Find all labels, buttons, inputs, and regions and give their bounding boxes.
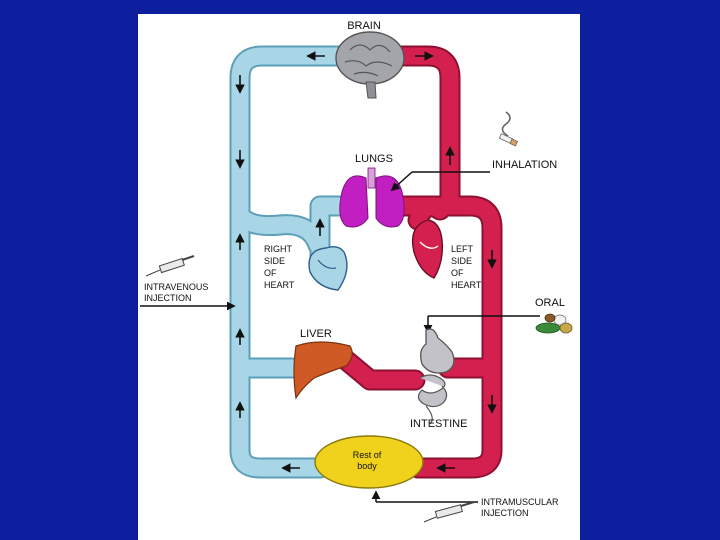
rest-of-body-organ <box>314 435 424 489</box>
svg-text:HEART: HEART <box>451 280 482 290</box>
svg-text:RIGHT: RIGHT <box>264 244 293 254</box>
right-heart-icon <box>308 245 348 291</box>
right-heart-label: RIGHT SIDE OF HEART <box>264 244 295 290</box>
pills-icon <box>535 313 573 334</box>
brain-label: BRAIN <box>347 20 381 32</box>
svg-text:body: body <box>357 461 377 471</box>
svg-text:Rest of: Rest of <box>353 450 382 460</box>
svg-text:SIDE: SIDE <box>451 256 472 266</box>
liver-organ <box>293 341 353 400</box>
liver-label: LIVER <box>300 328 332 340</box>
cigarette-icon <box>498 111 519 147</box>
svg-text:HEART: HEART <box>264 280 295 290</box>
svg-text:INJECTION: INJECTION <box>481 508 529 518</box>
inhalation-label: INHALATION <box>492 159 557 171</box>
lungs-organ <box>339 167 405 228</box>
svg-text:INTRAMUSCULAR: INTRAMUSCULAR <box>481 497 559 507</box>
venous-vessels <box>229 45 366 479</box>
left-heart-icon <box>411 219 444 279</box>
brain-icon <box>335 31 405 99</box>
inhalation-pointer-tip <box>390 171 413 192</box>
syringe-icon <box>145 255 195 277</box>
intravenous-label: INTRAVENOUS INJECTION <box>144 282 208 303</box>
svg-text:SIDE: SIDE <box>264 256 285 266</box>
svg-text:LEFT: LEFT <box>451 244 474 254</box>
svg-text:INJECTION: INJECTION <box>144 293 192 303</box>
left-heart-label: LEFT SIDE OF HEART <box>451 244 482 290</box>
lungs-label: LUNGS <box>355 153 393 165</box>
oral-label: ORAL <box>535 297 565 309</box>
svg-text:INTRAVENOUS: INTRAVENOUS <box>144 282 208 292</box>
svg-text:OF: OF <box>451 268 464 278</box>
intestine-organ <box>417 374 448 425</box>
intestine-label: INTESTINE <box>410 418 467 430</box>
flow-arrows <box>235 51 497 473</box>
venous-fill <box>231 47 364 477</box>
intramuscular-label: INTRAMUSCULAR INJECTION <box>481 497 559 518</box>
stomach-organ <box>420 328 455 374</box>
syringe-icon <box>423 501 475 523</box>
svg-text:OF: OF <box>264 268 277 278</box>
rest-of-body-label: Rest of body <box>353 450 382 471</box>
